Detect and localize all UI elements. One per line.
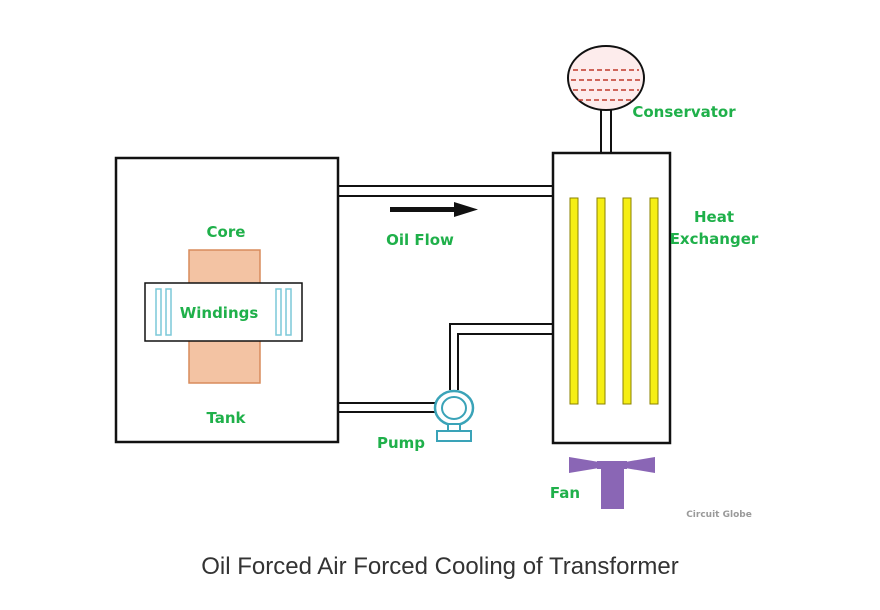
figure-caption: Oil Forced Air Forced Cooling of Transfo…	[201, 553, 679, 580]
tube-2	[596, 197, 606, 405]
watermark: Circuit Globe	[686, 510, 752, 520]
windings	[144, 282, 303, 342]
oil-pipes	[338, 185, 553, 413]
pump	[433, 389, 475, 442]
conservator	[567, 45, 645, 153]
tank-label: Tank	[206, 409, 246, 427]
windings-label: Windings	[180, 304, 259, 322]
tube-4	[649, 197, 659, 405]
conservator-label: Conservator	[632, 103, 736, 121]
core-label: Core	[207, 223, 246, 241]
oil-flow-label: Oil Flow	[386, 231, 454, 249]
heat-exchanger-label-line2: Exchanger	[670, 230, 759, 248]
heat-exchanger	[551, 151, 672, 445]
pump-label: Pump	[377, 434, 425, 452]
fan-label: Fan	[550, 484, 580, 502]
oil-flow-arrow	[390, 202, 478, 217]
heat-exchanger-label-line1: Heat	[694, 208, 734, 226]
tube-3	[622, 197, 632, 405]
fan-icon	[569, 457, 655, 509]
tube-1	[569, 197, 579, 405]
